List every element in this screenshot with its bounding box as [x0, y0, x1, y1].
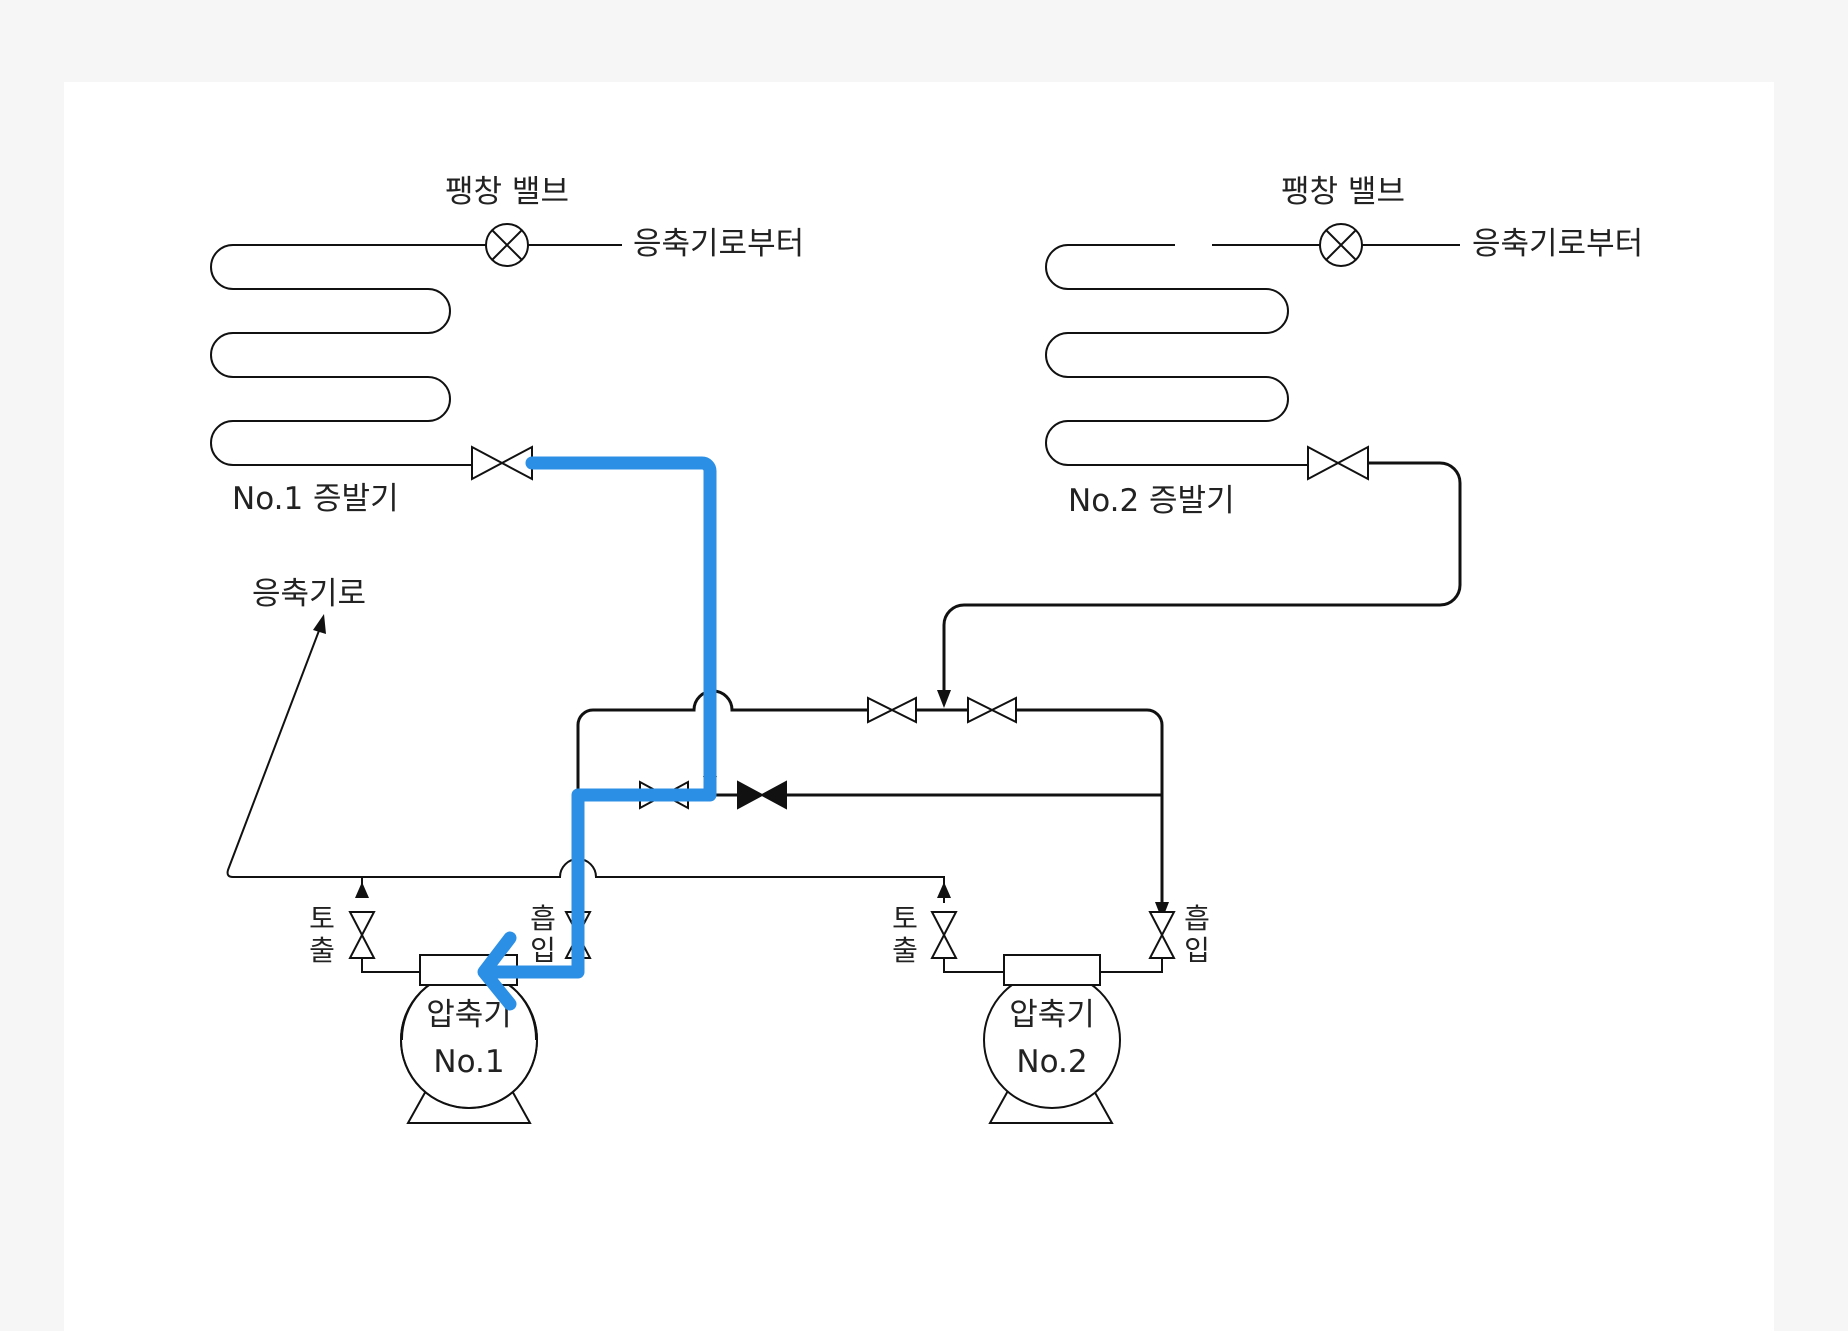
- suction-valve-2: [1148, 911, 1176, 959]
- discharge-2-char-1: 토: [892, 902, 918, 935]
- evaporator-1: No.1 증발기: [210, 244, 498, 517]
- upper-suction-header: [576, 689, 868, 818]
- evaporator-1-outlet-valve: [471, 445, 533, 481]
- evaporator-1-label: No.1 증발기: [232, 481, 399, 517]
- discharge-1-char-2: 출: [309, 934, 335, 967]
- paper-sheet: [64, 82, 1774, 1331]
- evaporator-2: No.2 증발기: [1045, 244, 1320, 519]
- flow-arrowhead-icon: [477, 931, 517, 1011]
- compressor-2: 압축기 No.2: [983, 954, 1121, 1124]
- discharge-line: [226, 627, 945, 903]
- expansion-valve-2: 팽창 밸브: [1281, 174, 1405, 267]
- highlighted-flow-path: [479, 456, 717, 979]
- suction-2-char-2: 입: [1184, 934, 1210, 967]
- to-condenser-label: 응축기로: [252, 576, 366, 612]
- expansion-valve-1: 팽창 밸브: [445, 174, 569, 267]
- evaporator-2-label: No.2 증발기: [1068, 483, 1235, 519]
- evaporator-2-outlet-valve: [1307, 445, 1369, 481]
- discharge-valve-1: [348, 911, 376, 959]
- compressor-2-name: 압축기: [1009, 997, 1095, 1033]
- compressor-2-number: No.2: [1016, 1044, 1087, 1080]
- suction-1-char-2: 입: [530, 934, 556, 967]
- suction-2-char-1: 흡: [1184, 902, 1210, 935]
- arrow-down-icon: [937, 690, 951, 708]
- evaporator-1-suction-line: [532, 461, 712, 782]
- from-condenser-2-label: 응축기로부터: [1472, 226, 1643, 262]
- discharge-1-char-1: 토: [309, 902, 335, 935]
- from-condenser-1-label: 응축기로부터: [633, 226, 804, 262]
- expansion-valve-2-label: 팽창 밸브: [1281, 174, 1405, 210]
- expansion-valve-1-label: 팽창 밸브: [445, 174, 569, 210]
- header-valve-a: [867, 696, 917, 724]
- discharge-valve-2: [930, 911, 958, 959]
- arrow-up-icon: [355, 882, 369, 898]
- header-valve-d-closed: [737, 780, 787, 810]
- arrow-up-icon: [313, 614, 326, 634]
- arrow-up-icon: [937, 882, 951, 898]
- suction-1-char-1: 흡: [530, 902, 556, 935]
- discharge-2-char-2: 출: [892, 934, 918, 967]
- evaporator-2-suction-line: [942, 461, 1462, 697]
- compressor-1: 압축기 No.1: [400, 954, 538, 1124]
- compressor-1-name: 압축기: [426, 997, 512, 1033]
- upper-header-right-leg: [1016, 708, 1164, 908]
- compressor-1-number: No.1: [433, 1044, 504, 1080]
- header-valve-b: [967, 696, 1017, 724]
